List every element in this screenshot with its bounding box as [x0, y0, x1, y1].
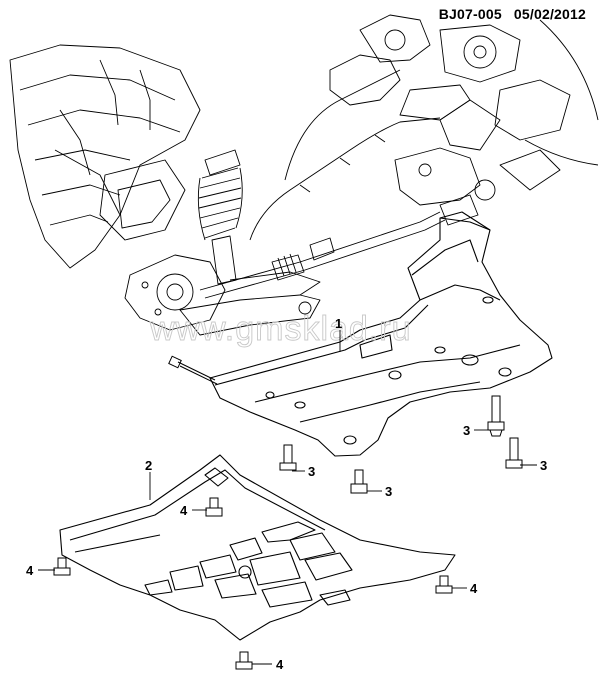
diagram-code: BJ07-005	[438, 6, 502, 22]
bolt-3a-icon	[487, 395, 505, 437]
leader-lines	[38, 330, 537, 665]
bolt-4-icons	[53, 497, 453, 670]
bolt-3d-icon	[350, 469, 368, 494]
vehicle-front-background	[9, 14, 599, 336]
subframe-long-bolt-icon	[168, 355, 218, 385]
callout-2: 2	[145, 458, 152, 473]
shield-recesses	[144, 521, 353, 608]
callout-4a: 4	[180, 503, 188, 518]
bolt-3-icons	[279, 395, 523, 494]
bolt-4c-icon	[435, 575, 453, 594]
callout-4b: 4	[26, 563, 34, 578]
callout-3a: 3	[463, 423, 470, 438]
callout-3d: 3	[385, 484, 392, 499]
callout-4d: 4	[276, 657, 284, 672]
watermark: www.gmsklad.ru	[149, 310, 412, 348]
bolt-3c-icon	[279, 444, 297, 471]
diagram-header: BJ07-005 05/02/2012	[439, 6, 586, 22]
callout-1: 1	[335, 316, 342, 331]
callouts: 1 2 3 3 3 3 4 4 4 4	[26, 316, 547, 672]
underbody-shield	[59, 454, 456, 641]
callout-4c: 4	[470, 581, 478, 596]
diagram-date: 05/02/2012	[513, 6, 586, 22]
bolt-4b-icon	[53, 557, 71, 576]
callout-3c: 3	[308, 464, 315, 479]
bolt-4d-icon	[235, 651, 253, 670]
front-subframe	[209, 211, 553, 457]
bolt-3b-icon	[505, 437, 523, 469]
callout-3b: 3	[540, 458, 547, 473]
bolt-4a-icon	[205, 497, 223, 517]
